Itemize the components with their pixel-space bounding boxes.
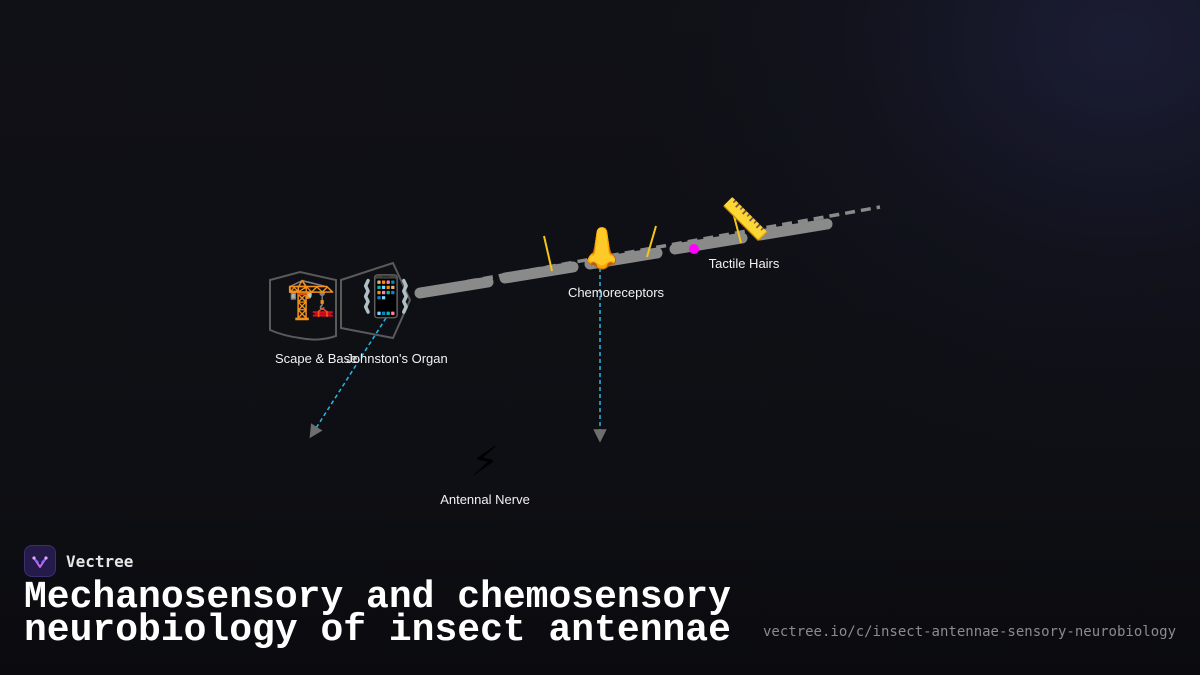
- antenna-segment: [499, 261, 579, 284]
- node-label-johnston: Johnston's Organ: [346, 351, 448, 366]
- antenna-segments: [414, 218, 833, 299]
- antenna-segment: [754, 218, 833, 241]
- sensillum-hair: [646, 225, 657, 258]
- ruler-icon: 📏: [720, 196, 770, 243]
- brand: Vectree: [24, 544, 133, 578]
- node-label-tactile: Tactile Hairs: [709, 256, 780, 271]
- sensillum-hair: [543, 235, 553, 272]
- scape-outline: [269, 270, 337, 341]
- lightning-icon: ⚡: [471, 439, 499, 485]
- antenna-segment: [584, 247, 663, 270]
- node-label-scape: Scape & Base: [275, 351, 357, 366]
- tactile-marker-dot: [689, 244, 699, 254]
- nose-icon: 👃: [577, 225, 627, 272]
- sensillum-hair: [732, 211, 742, 244]
- node-label-nerve: Antennal Nerve: [440, 492, 530, 507]
- vibrating-phone-icon: 📳: [361, 273, 411, 320]
- vectree-logo-icon: [24, 545, 56, 577]
- construction-crane-icon: 🏗️: [286, 276, 336, 322]
- signal-line-johnston-to-nerve: [309, 317, 387, 439]
- node-label-chemoreceptors: Chemoreceptors: [568, 285, 665, 300]
- antenna-segment: [669, 232, 748, 255]
- page-title: Mechanosensory and chemosensory neurobio…: [24, 576, 731, 652]
- antenna-segment: [414, 276, 494, 299]
- brand-name: Vectree: [66, 551, 134, 571]
- pedicel-outline: [340, 261, 412, 340]
- source-url[interactable]: vectree.io/c/insect-antennae-sensory-neu…: [762, 624, 1176, 640]
